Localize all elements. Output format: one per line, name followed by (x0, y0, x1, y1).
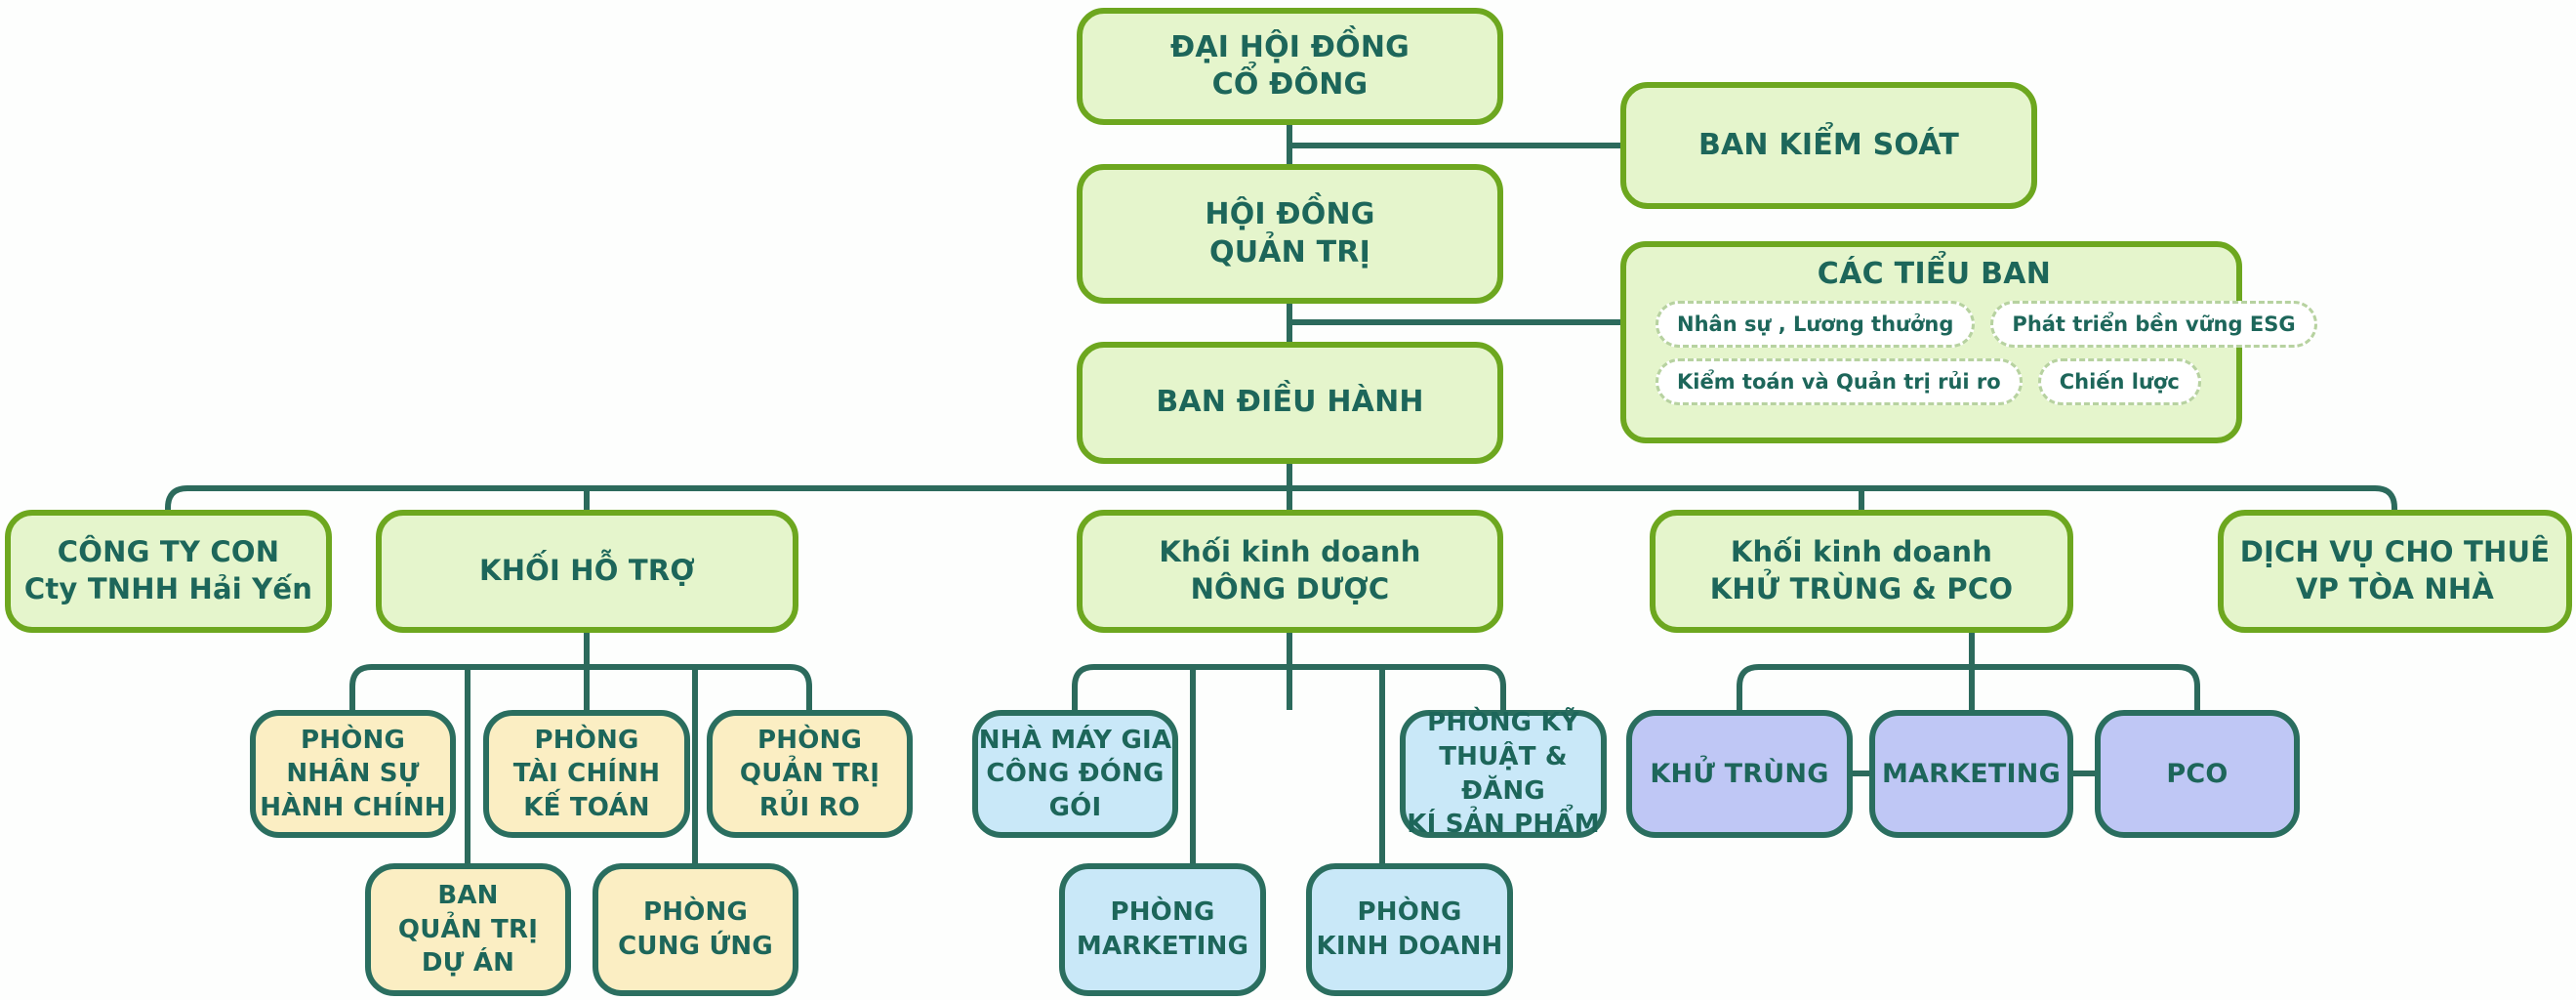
panel-subcommittees: CÁC TIỂU BAN Nhân sự , Lương thưởng Phát… (1620, 241, 2317, 443)
node-pest-marketing-unit: MARKETING (1869, 710, 2073, 838)
subcommittees-row-2: Kiểm toán và Quản trị rủi ro Chiến lược (1656, 358, 2201, 405)
node-office-leasing-service: DỊCH VỤ CHO THUÊ VP TÒA NHÀ (2218, 510, 2572, 633)
node-pco-unit: PCO (2095, 710, 2300, 838)
node-shareholders-general-meeting: ĐẠI HỘI ĐỒNG CỔ ĐÔNG (1077, 8, 1503, 125)
node-fumigation-pco-division: Khối kinh doanh KHỬ TRÙNG & PCO (1650, 510, 2073, 633)
node-supervisory-board: BAN KIỂM SOÁT (1620, 82, 2037, 209)
connector-pest-group (1737, 633, 2200, 776)
node-project-management-board: BAN QUẢN TRỊ DỰ ÁN (365, 863, 571, 996)
node-hr-admin-dept: PHÒNG NHÂN SỰ HÀNH CHÍNH (250, 710, 456, 838)
node-packaging-factory: NHÀ MÁY GIA CÔNG ĐÓNG GÓI (972, 710, 1178, 838)
node-agro-business-division: Khối kinh doanh NÔNG DƯỢC (1077, 510, 1503, 633)
node-support-division: KHỐI HỖ TRỢ (376, 510, 798, 633)
node-technical-registration-dept: PHÒNG KỸ THUẬT & ĐĂNG KÍ SẢN PHẨM (1400, 708, 1607, 839)
pill-strategy: Chiến lược (2037, 358, 2201, 405)
node-subsidiary-company: CÔNG TY CON Cty TNHH Hải Yến (5, 510, 332, 633)
connector-main-rail (165, 485, 2397, 510)
pill-audit-risk: Kiểm toán và Quản trị rủi ro (1656, 358, 2023, 405)
subcommittees-title: CÁC TIỂU BAN (1817, 257, 2052, 291)
node-procurement-dept: PHÒNG CUNG ỨNG (593, 863, 798, 996)
node-sales-dept: PHÒNG KINH DOANH (1306, 863, 1513, 996)
node-agro-marketing-dept: PHÒNG MARKETING (1059, 863, 1266, 996)
node-executive-board: BAN ĐIỀU HÀNH (1077, 342, 1503, 464)
pill-esg-sustainability: Phát triển bền vững ESG (1990, 301, 2317, 348)
node-board-of-directors: HỘI ĐỒNG QUẢN TRỊ (1077, 164, 1503, 304)
pill-hr-compensation: Nhân sự , Lương thưởng (1656, 301, 1976, 348)
node-finance-accounting-dept: PHÒNG TÀI CHÍNH KẾ TOÁN (483, 710, 690, 838)
subcommittees-row-1: Nhân sự , Lương thưởng Phát triển bền vữ… (1656, 301, 2317, 348)
node-fumigation-unit: KHỬ TRÙNG (1626, 710, 1853, 838)
connector-agro-group (1072, 633, 1506, 863)
connector-support-group (349, 633, 812, 863)
connector-side-branches (1289, 143, 1620, 325)
node-risk-management-dept: PHÒNG QUẢN TRỊ RỦI RO (707, 710, 913, 838)
